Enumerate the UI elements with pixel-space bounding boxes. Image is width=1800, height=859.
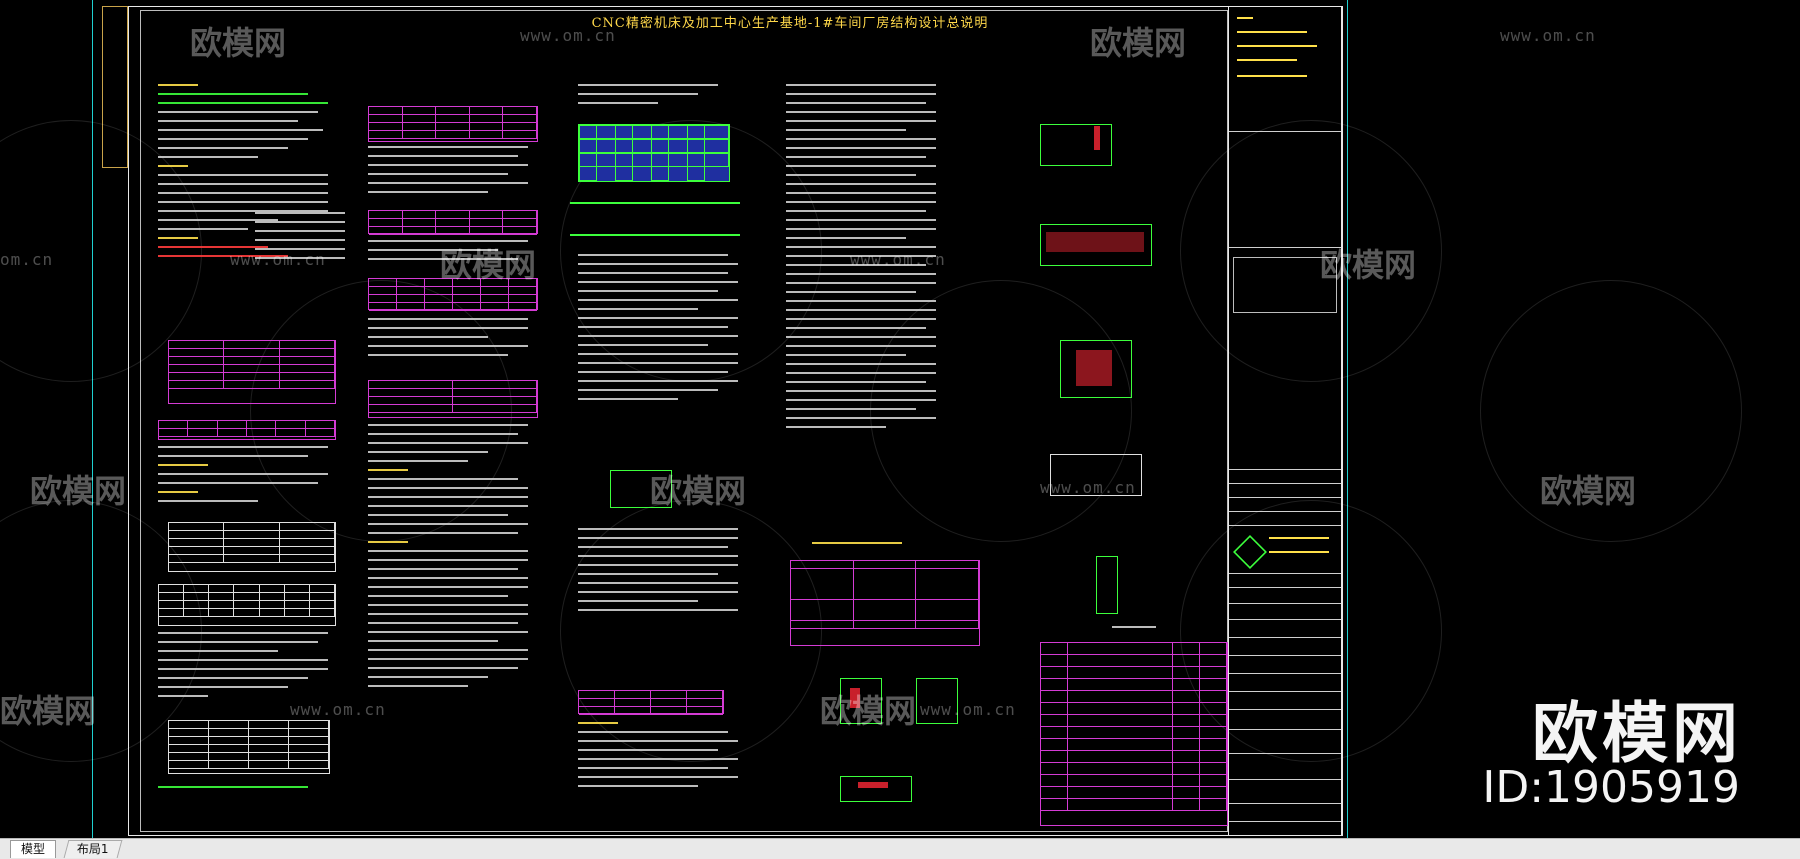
column-detail-2: [1040, 224, 1152, 266]
table-materials: [168, 340, 336, 404]
drawing-title: CNC精密机床及加工中心生产基地-1#车间厂房结构设计总说明: [591, 16, 989, 31]
watermark-circle: [1180, 120, 1442, 382]
title-block: [1228, 6, 1342, 836]
notes-column-1b: [255, 212, 355, 266]
tab-layout1-label: 布局1: [76, 842, 109, 856]
table-col3: [578, 690, 724, 715]
drawing-list-title: [1112, 626, 1156, 635]
table-col2-a: [368, 210, 538, 235]
watermark-url: www.om.cn: [290, 700, 386, 719]
resource-id-label: ID:1905919: [1482, 762, 1740, 813]
table-standards: [790, 560, 980, 646]
table-col2-b: [368, 278, 538, 311]
notes-column-1: [158, 84, 338, 264]
notes-column-3: [578, 254, 743, 407]
watermark-circle: [560, 500, 822, 762]
watermark-url: www.om.cn: [1040, 478, 1136, 497]
table-standards-title: [812, 542, 902, 551]
table-steel: [168, 720, 330, 774]
notes-column-2b: [368, 240, 538, 267]
drawing-inner-frame: [140, 10, 1228, 832]
watermark-url: www.om.cn: [230, 250, 326, 269]
rebar-marker: [858, 782, 888, 788]
notes-column-3b: [578, 528, 743, 618]
column-detail-3: [1060, 340, 1132, 398]
viewport-right-edge: [1347, 0, 1348, 838]
viewport-left-edge: [92, 0, 93, 838]
watermark-circle: [1480, 280, 1742, 542]
watermark-url: www.om.cn: [850, 250, 946, 269]
table-environment: [168, 522, 336, 572]
drawing-sheet-frame: [128, 6, 1343, 836]
anchorage-sketch: [570, 202, 740, 236]
column-detail-5: [1096, 556, 1118, 614]
layout-tab-bar: 模型 布局1: [0, 838, 1800, 859]
watermark-brand: 欧模网: [190, 24, 287, 62]
notes-column-4: [786, 84, 946, 435]
watermark-brand: 欧模网: [820, 692, 917, 730]
watermark-brand: 欧模网: [650, 472, 747, 510]
key-plan: [1233, 257, 1337, 313]
rebar-marker: [1046, 232, 1144, 252]
watermark-brand: 欧模网: [30, 472, 127, 510]
beam-section-sketch: [840, 776, 912, 802]
wall-section-sketch-2: [916, 678, 958, 724]
tab-model[interactable]: 模型: [10, 840, 57, 858]
rebar-marker: [850, 688, 860, 708]
watermark-url: www.om.cn: [1500, 26, 1596, 45]
rebar-marker: [1076, 350, 1112, 386]
notes-column-1d: [158, 632, 338, 704]
watermark-brand: 欧模网: [1320, 246, 1417, 284]
watermark-brand: 欧模网: [0, 692, 97, 730]
rebar-marker: [1094, 126, 1100, 150]
watermark-brand: 欧模网: [1090, 24, 1187, 62]
site-logo-text: 欧模网: [1532, 695, 1742, 772]
watermark-url: om.cn: [0, 250, 54, 269]
rebar-table-blue: [578, 124, 730, 182]
drawing-list-table: [1040, 642, 1228, 826]
table-col2-c: [368, 380, 538, 418]
column-detail-4: [1050, 454, 1142, 496]
table-col2-top: [368, 106, 538, 142]
beam-detail-sketch: [610, 470, 672, 508]
watermark-circle: [1180, 500, 1442, 762]
table-loads: [158, 420, 336, 440]
watermark-brand: 欧模网: [1540, 472, 1637, 510]
cad-drawing-canvas[interactable]: CNC精密机床及加工中心生产基地-1#车间厂房结构设计总说明: [0, 0, 1800, 838]
notes-column-1c: [158, 446, 338, 509]
notes-column-2: [368, 146, 538, 200]
notes-column-3c: [578, 722, 743, 794]
wall-section-sketch-1: [840, 678, 882, 724]
column-detail-1: [1040, 124, 1112, 166]
watermark-url: www.om.cn: [520, 26, 616, 45]
watermark-brand: 欧模网: [440, 246, 537, 284]
company-logo-icon: [1233, 535, 1267, 569]
table-concrete: [158, 584, 336, 626]
tab-layout1[interactable]: 布局1: [63, 840, 123, 858]
notes-column-2d: [368, 424, 538, 694]
notes-column-1e: [158, 786, 308, 795]
watermark-url: www.om.cn: [920, 700, 1016, 719]
notes-column-2c: [368, 318, 538, 363]
watermark-circle: [870, 280, 1132, 542]
notes-column-3-head: [578, 84, 728, 111]
